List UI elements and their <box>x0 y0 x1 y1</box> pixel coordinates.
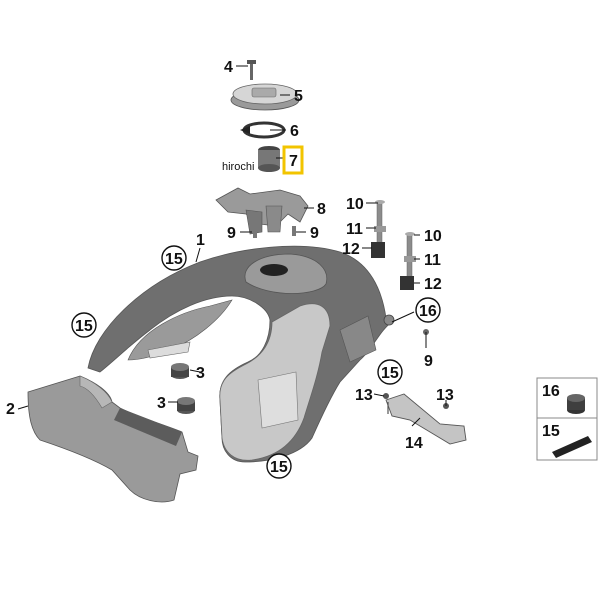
callout-1: 1 <box>196 232 205 249</box>
callout-15-top: 15 <box>165 251 183 268</box>
screw-4 <box>247 60 256 80</box>
callout-3-lower: 3 <box>157 395 166 412</box>
legend-icon-rubber-strip <box>552 436 592 458</box>
filler-cap <box>230 83 300 111</box>
callout-16-circle <box>415 297 441 323</box>
callout-15-left: 15 <box>75 318 93 335</box>
callout-16: 16 <box>419 303 437 320</box>
legend-icon-rubber-grommet <box>567 394 585 414</box>
callout-9-side: 9 <box>424 353 433 370</box>
legend-label-16: 16 <box>542 383 560 400</box>
callout-15-circle-bottom <box>266 453 292 479</box>
callout-7-highlight <box>282 145 304 175</box>
callout-15-circle-top <box>161 245 187 271</box>
callout-9-left: 9 <box>227 225 236 242</box>
callout-3-upper: 3 <box>196 365 205 382</box>
callout-15-circle-left <box>71 312 97 338</box>
filler-neck-insert <box>258 146 280 172</box>
watermark: hirochi <box>222 161 254 173</box>
callout-10-right: 10 <box>424 228 442 245</box>
legend-label-15: 15 <box>542 423 560 440</box>
callout-11-right: 11 <box>424 252 441 269</box>
callout-15-bottom: 15 <box>270 459 288 476</box>
fuel-tank <box>87 245 395 463</box>
side-cover <box>27 375 199 503</box>
callout-13-left: 13 <box>355 387 373 404</box>
callout-2: 2 <box>6 401 15 418</box>
mounting-bracket <box>383 393 467 445</box>
callout-7: 7 <box>289 153 298 170</box>
callout-11-left: 11 <box>346 221 363 238</box>
callout-8: 8 <box>317 201 326 218</box>
filler-bracket <box>215 187 309 235</box>
callout-15-right: 15 <box>381 365 399 382</box>
bolt-stack-right <box>400 232 416 290</box>
bolt-stack-left <box>371 200 386 258</box>
rubber-buffer-lower <box>177 397 195 414</box>
callout-12-left: 12 <box>342 241 360 258</box>
callout-4: 4 <box>224 59 233 76</box>
callout-15-circle-right <box>377 359 403 385</box>
callout-9-right: 9 <box>310 225 319 242</box>
screw-9-left <box>253 226 257 238</box>
callout-12-right: 12 <box>424 276 442 293</box>
legend: 16 15 <box>536 377 598 461</box>
callout-13-right: 13 <box>436 387 454 404</box>
rubber-buffer-upper <box>171 363 189 379</box>
callout-10-left: 10 <box>346 196 364 213</box>
callout-6: 6 <box>290 123 299 140</box>
callout-5: 5 <box>294 88 303 105</box>
screw-9-right <box>292 226 296 236</box>
callout-14: 14 <box>405 435 423 452</box>
